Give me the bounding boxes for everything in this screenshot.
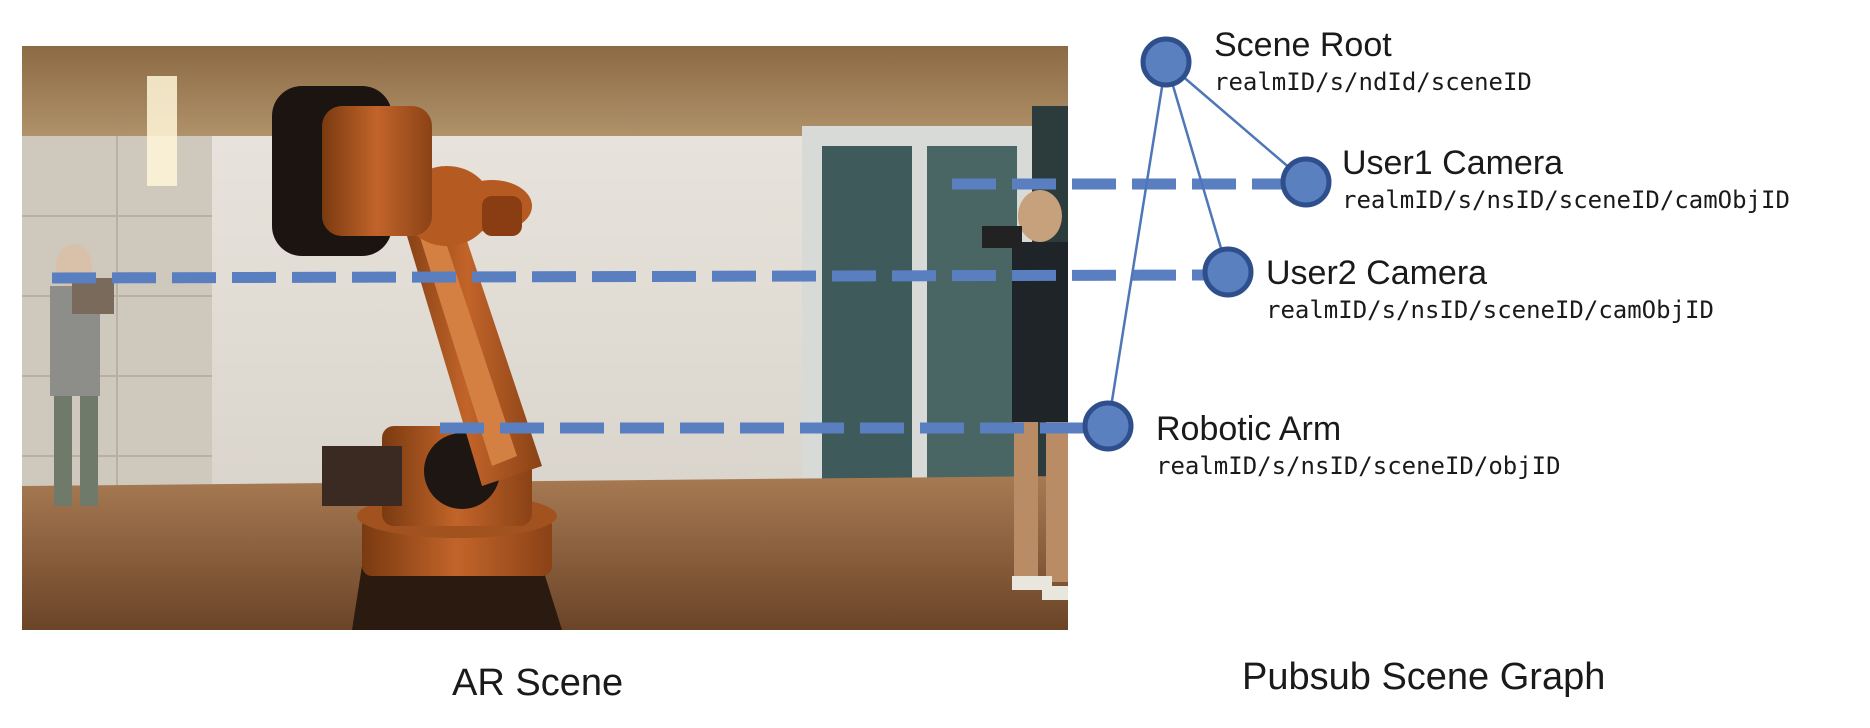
edge-root-user1 [1165,61,1307,183]
node-robotic-arm[interactable] [1082,400,1134,452]
left-person [50,244,114,506]
user2-camera-path: realmID/s/nsID/sceneID/camObjID [1266,296,1714,324]
scene-root-label: Scene Root [1214,26,1392,64]
user1-camera-path: realmID/s/nsID/sceneID/camObjID [1342,186,1790,214]
edge-root-user2 [1164,61,1230,273]
scene-root-path: realmID/s/ndId/sceneID [1214,68,1532,96]
node-user1-camera[interactable] [1280,156,1332,208]
dash-link-user2 [51,269,1213,284]
door-glass-right [927,146,1017,496]
user2-camera-label: User2 Camera [1266,254,1488,292]
pubsub-graph-caption: Pubsub Scene Graph [1242,656,1606,698]
node-scene-root[interactable] [1140,36,1192,88]
robotic-arm-path: realmID/s/nsID/sceneID/objID [1156,452,1561,480]
robotic-arm [272,86,562,630]
door-glass-left [822,146,912,496]
ar-scene-photo [22,46,1068,630]
user1-camera-label: User1 Camera [1342,144,1564,182]
node-user2-camera[interactable] [1202,246,1254,298]
ar-scene-caption: AR Scene [452,662,624,704]
robotic-arm-label: Robotic Arm [1156,410,1342,448]
ceiling-light [147,76,177,186]
edge-root-robotic-arm [1106,61,1168,427]
